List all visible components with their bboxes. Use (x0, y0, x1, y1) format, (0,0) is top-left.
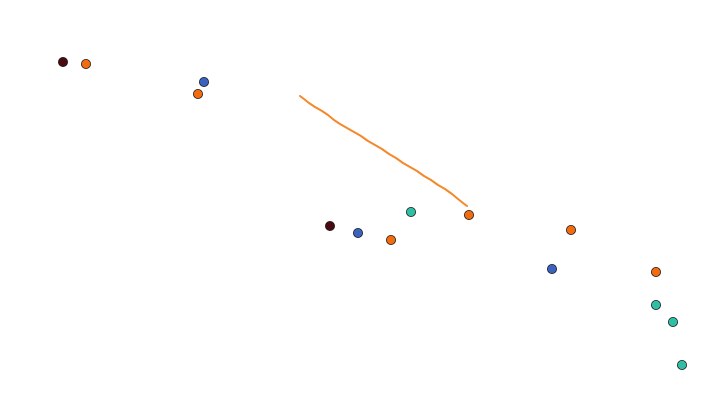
blue-dot[interactable] (198, 77, 209, 88)
orange-dot[interactable] (192, 89, 203, 100)
maroon-dot[interactable] (324, 220, 335, 231)
orange-dot[interactable] (651, 266, 662, 277)
teal-dot[interactable] (677, 359, 688, 370)
orange-dot[interactable] (81, 59, 92, 70)
orange-dot[interactable] (385, 234, 396, 245)
blue-dot[interactable] (547, 263, 558, 274)
orange-dot[interactable] (566, 224, 577, 235)
dot-layer (58, 57, 688, 370)
teal-dot[interactable] (668, 316, 679, 327)
maroon-dot[interactable] (58, 57, 69, 68)
blue-dot[interactable] (352, 227, 363, 238)
orange-dot[interactable] (463, 209, 474, 220)
freehand-stroke (299, 95, 468, 207)
drawn-strokes (299, 95, 468, 207)
teal-dot[interactable] (405, 206, 416, 217)
teal-dot[interactable] (651, 299, 662, 310)
